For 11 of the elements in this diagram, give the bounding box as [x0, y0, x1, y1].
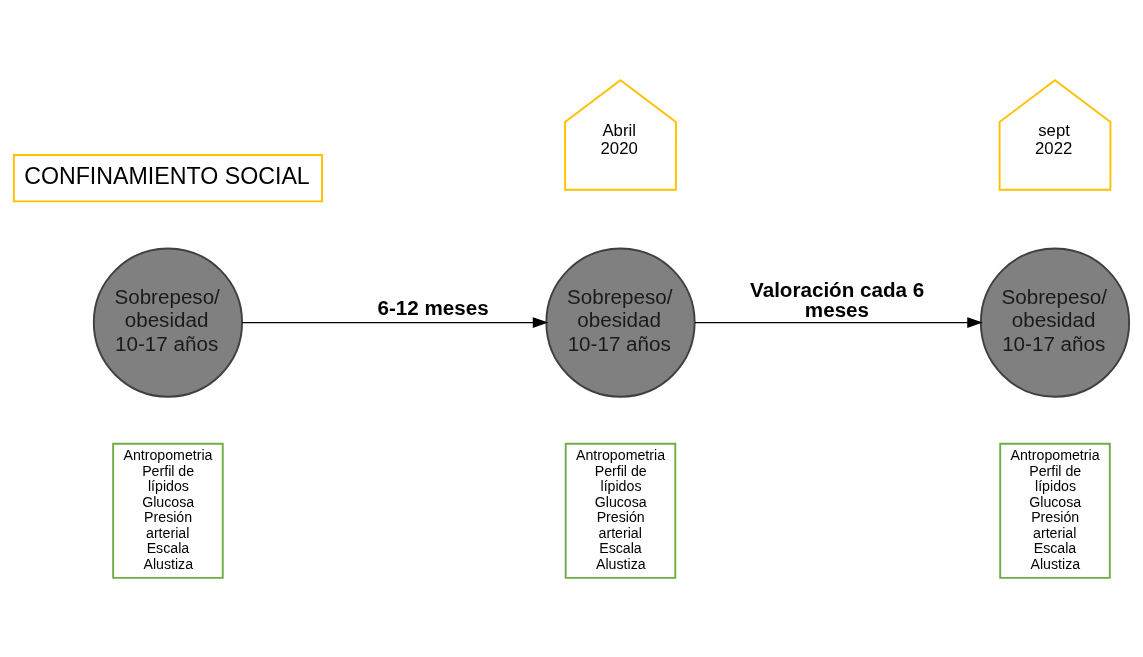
edge-label: Valoración cada 6 meses — [750, 277, 925, 321]
node-circle: Sobrepeso/ obesidad 10-17 años — [545, 246, 696, 398]
node-circle: Sobrepeso/ obesidad 10-17 años — [92, 246, 244, 398]
edge-label: 6-12 meses — [377, 295, 489, 319]
arrow — [694, 316, 983, 328]
node-box: Antropometria Perfil de lípidos Glucosa Presión arterial Escala Alustiza — [999, 442, 1111, 579]
node-box: CONFINAMIENTO SOCIAL — [12, 153, 323, 202]
node-box: Antropometria Perfil de lípidos Glucosa Presión arterial Escala Alustiza — [564, 442, 677, 579]
node-circle: Sobrepeso/ obesidad 10-17 años — [979, 246, 1131, 398]
arrow — [241, 316, 549, 328]
node-box: Antropometria Perfil de lípidos Glucosa Presión arterial Escala Alustiza — [112, 442, 224, 579]
